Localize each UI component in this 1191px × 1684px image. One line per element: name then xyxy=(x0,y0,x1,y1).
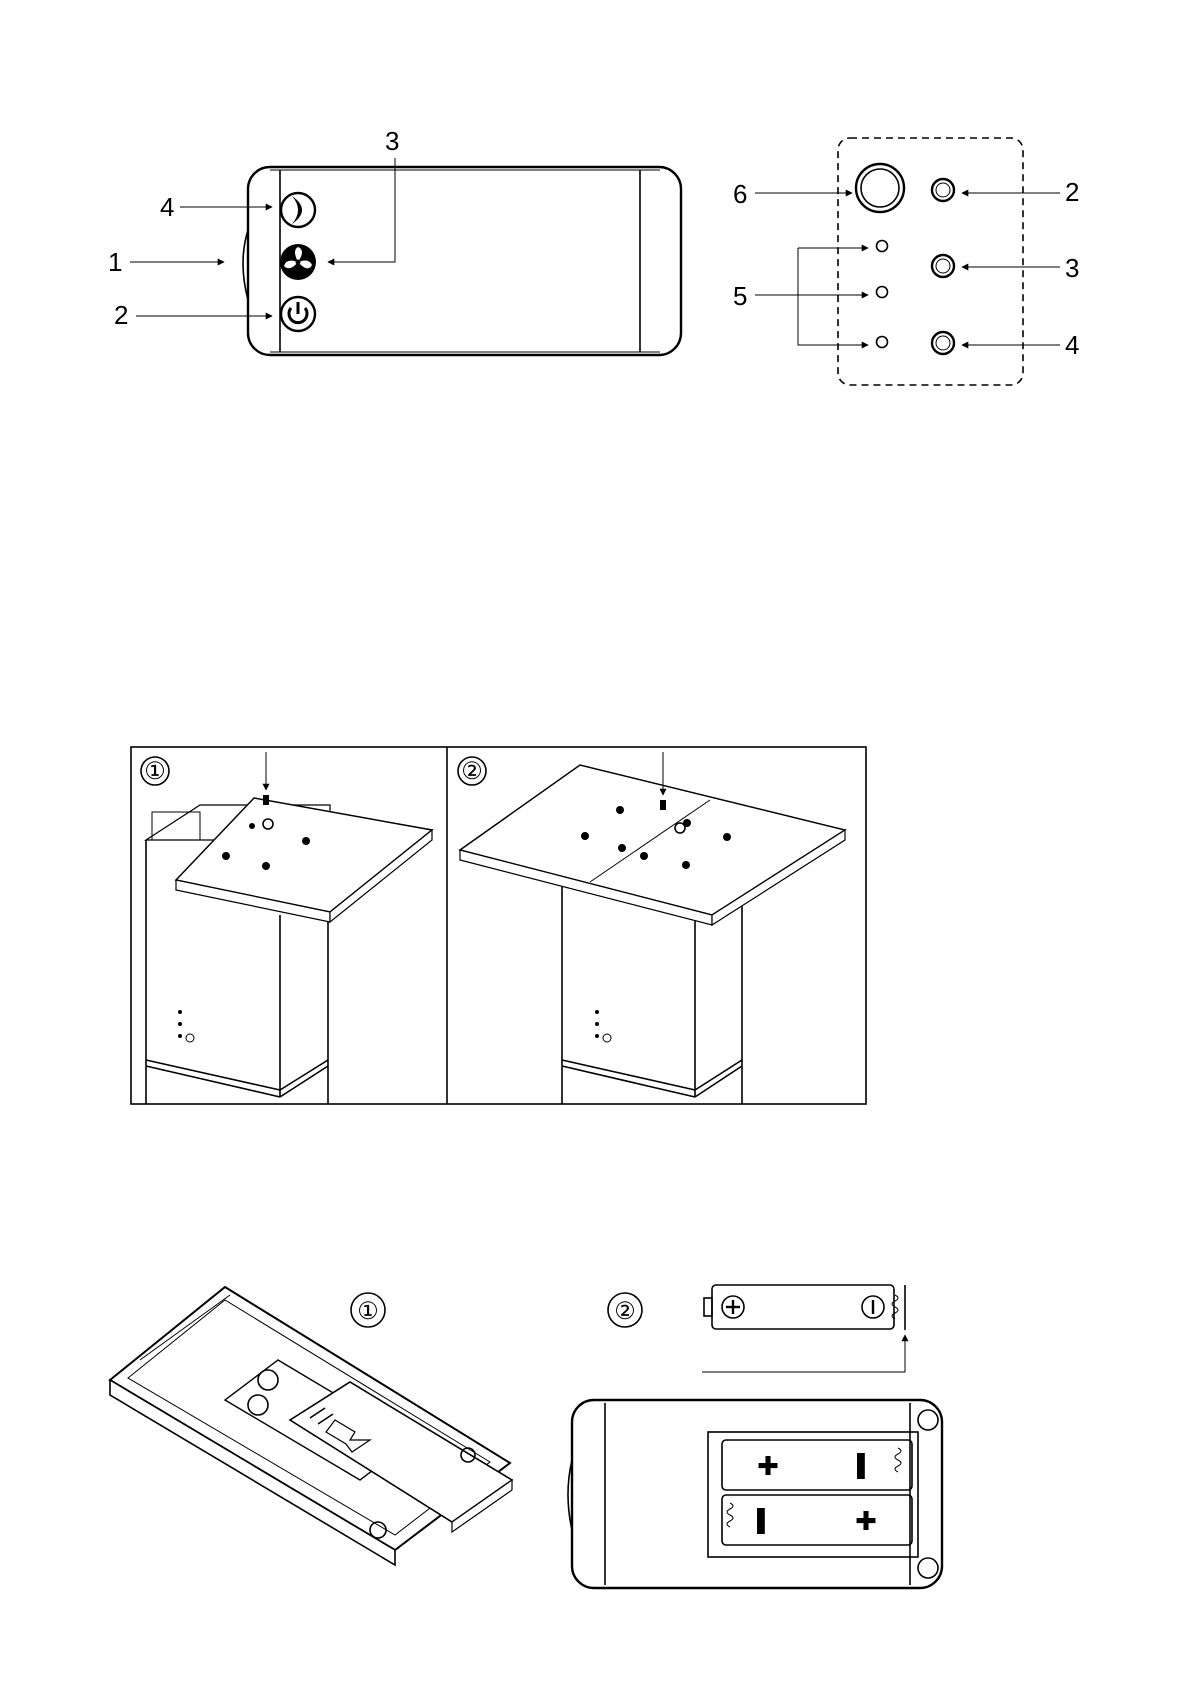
battery-1-plus: ✚ xyxy=(757,1451,779,1481)
assembly-step-2: ② xyxy=(458,752,845,1104)
callout-3: 3 xyxy=(385,126,399,156)
indicator-led-1 xyxy=(877,241,888,252)
assembly-step-1: ① xyxy=(141,752,432,1104)
battery-step-1: ① xyxy=(110,1287,512,1565)
panel-button-4 xyxy=(932,332,954,354)
battery-cell-2 xyxy=(722,1495,912,1545)
power-icon xyxy=(281,297,315,331)
callout-4: 4 xyxy=(160,192,174,222)
step-2-number: ② xyxy=(461,758,483,785)
spring-icon xyxy=(892,1295,898,1319)
fan-icon xyxy=(280,244,316,280)
panel-callout-5: 5 xyxy=(733,281,747,311)
control-panel-view: 6 2 3 4 5 xyxy=(733,138,1079,385)
battery-step-2-number: ② xyxy=(614,1298,636,1325)
remote-back-body xyxy=(572,1400,942,1588)
panel-callout-2: 2 xyxy=(1065,177,1079,207)
receiver-window xyxy=(856,164,904,212)
panel-callout-4: 4 xyxy=(1065,330,1079,360)
callout-2: 2 xyxy=(114,300,128,330)
indicator-led-3 xyxy=(877,337,888,348)
step-1-number: ① xyxy=(144,758,166,785)
battery-2-plus: ✚ xyxy=(855,1506,877,1536)
battery-cell-1 xyxy=(722,1440,912,1490)
indicator-led-2 xyxy=(877,287,888,298)
remote-front-view: 4 3 1 2 xyxy=(108,126,681,355)
battery-2-minus: ▬ xyxy=(751,1508,781,1534)
panel-callout-3: 3 xyxy=(1065,253,1079,283)
callout-1: 1 xyxy=(108,247,122,277)
panel-button-3 xyxy=(932,255,954,277)
assembly-diagram: ① xyxy=(131,747,866,1104)
moon-icon xyxy=(281,193,315,227)
assembly-frame xyxy=(131,747,866,1104)
panel-callout-6: 6 xyxy=(733,179,747,209)
battery-step-1-number: ① xyxy=(357,1298,379,1325)
battery-1-minus: ▬ xyxy=(851,1453,881,1479)
panel-button-2 xyxy=(932,179,954,201)
battery-step-2: ② ✚ ▬ ▬ ✚ xyxy=(568,1285,942,1588)
battery-cell-loose xyxy=(704,1285,905,1330)
